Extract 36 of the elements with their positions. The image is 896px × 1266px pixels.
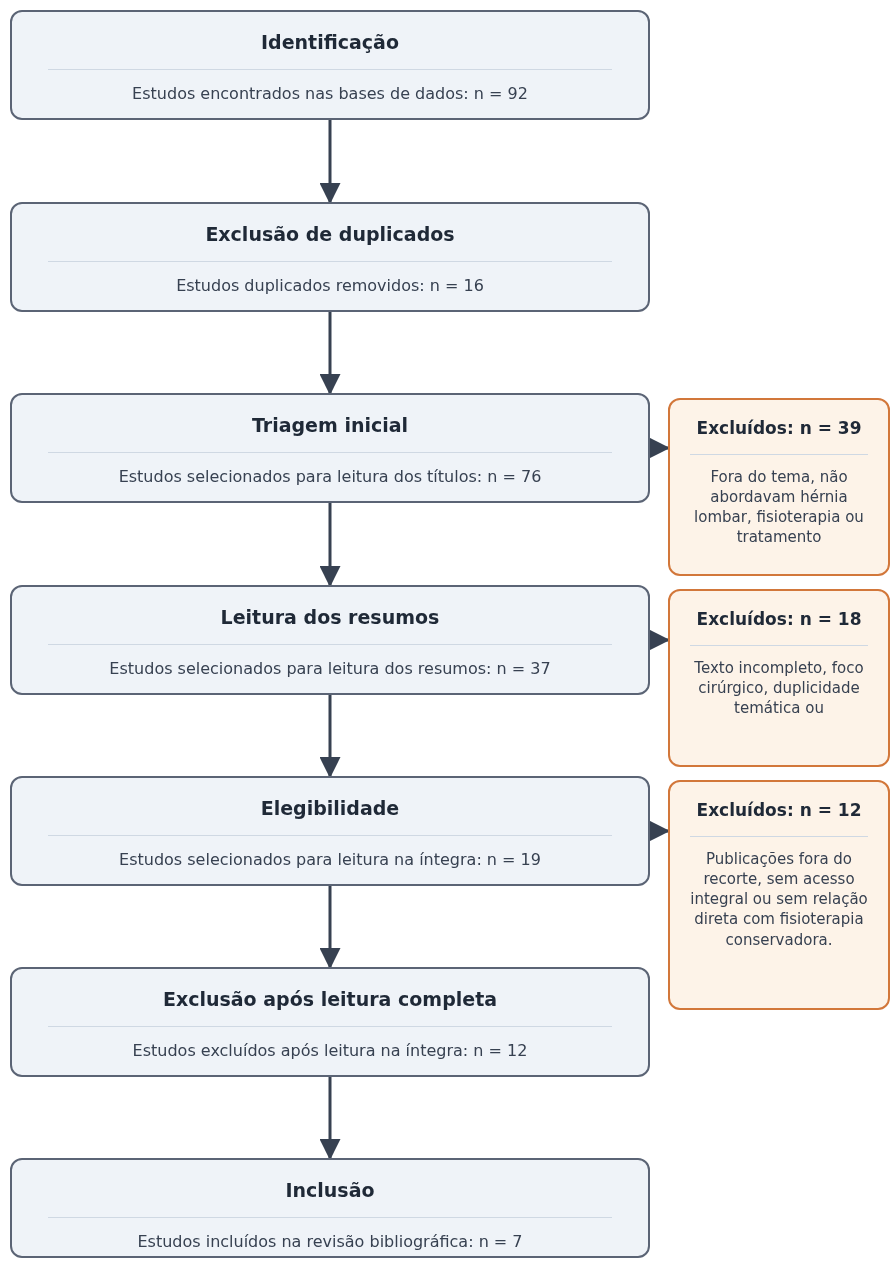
box-text: Fora do tema, não abordavam hérnia lombar, fisioterapia ou tratamento	[693, 466, 865, 548]
box-text: Estudos incluídos na revisão bibliográfica: n = 7	[137, 1230, 523, 1253]
stage-box	[10, 1158, 650, 1258]
stage-box	[10, 967, 650, 1077]
exclusion-box	[668, 589, 890, 767]
box-text: Estudos duplicados removidos: n = 16	[176, 274, 484, 297]
box-heading: Exclusão após leitura completa	[162, 987, 498, 1012]
box-heading: Leitura dos resumos	[220, 605, 440, 630]
exclusion-box	[668, 780, 890, 1010]
box-text: Estudos encontrados nas bases de dados: n = 92	[132, 82, 528, 105]
stage-box	[10, 202, 650, 312]
box-heading: Identificação	[261, 30, 399, 55]
box-heading: Excluídos: n = 39	[696, 417, 862, 440]
arrow	[319, 886, 341, 970]
box-text: Estudos selecionados para leitura na íntegra: n = 19	[119, 848, 541, 871]
box-heading: Exclusão de duplicados	[205, 222, 455, 247]
arrow	[319, 1077, 341, 1161]
box-heading: Excluídos: n = 18	[696, 608, 862, 631]
box-heading: Triagem inicial	[251, 413, 409, 438]
box-text: Estudos excluídos após leitura na íntegra: n = 12	[132, 1039, 528, 1062]
box-text: Publicações fora do recorte, sem acesso integral ou sem relação direta com fisioterapia conservadora.	[689, 848, 869, 950]
arrow	[319, 695, 341, 779]
box-heading: Elegibilidade	[260, 796, 400, 821]
box-text: Estudos selecionados para leitura dos títulos: n = 76	[118, 465, 542, 488]
stage-box	[10, 585, 650, 695]
arrow	[319, 120, 341, 205]
box-text: Texto incompleto, foco cirúrgico, duplicidade temática ou	[693, 657, 865, 719]
box-heading: Excluídos: n = 12	[696, 799, 862, 822]
arrow	[319, 312, 341, 396]
box-heading: Inclusão	[285, 1178, 375, 1203]
stage-box	[10, 10, 650, 120]
stage-box	[10, 776, 650, 886]
box-text: Estudos selecionados para leitura dos resumos: n = 37	[109, 657, 551, 680]
exclusion-box	[668, 398, 890, 576]
arrow	[319, 503, 341, 588]
stage-box	[10, 393, 650, 503]
